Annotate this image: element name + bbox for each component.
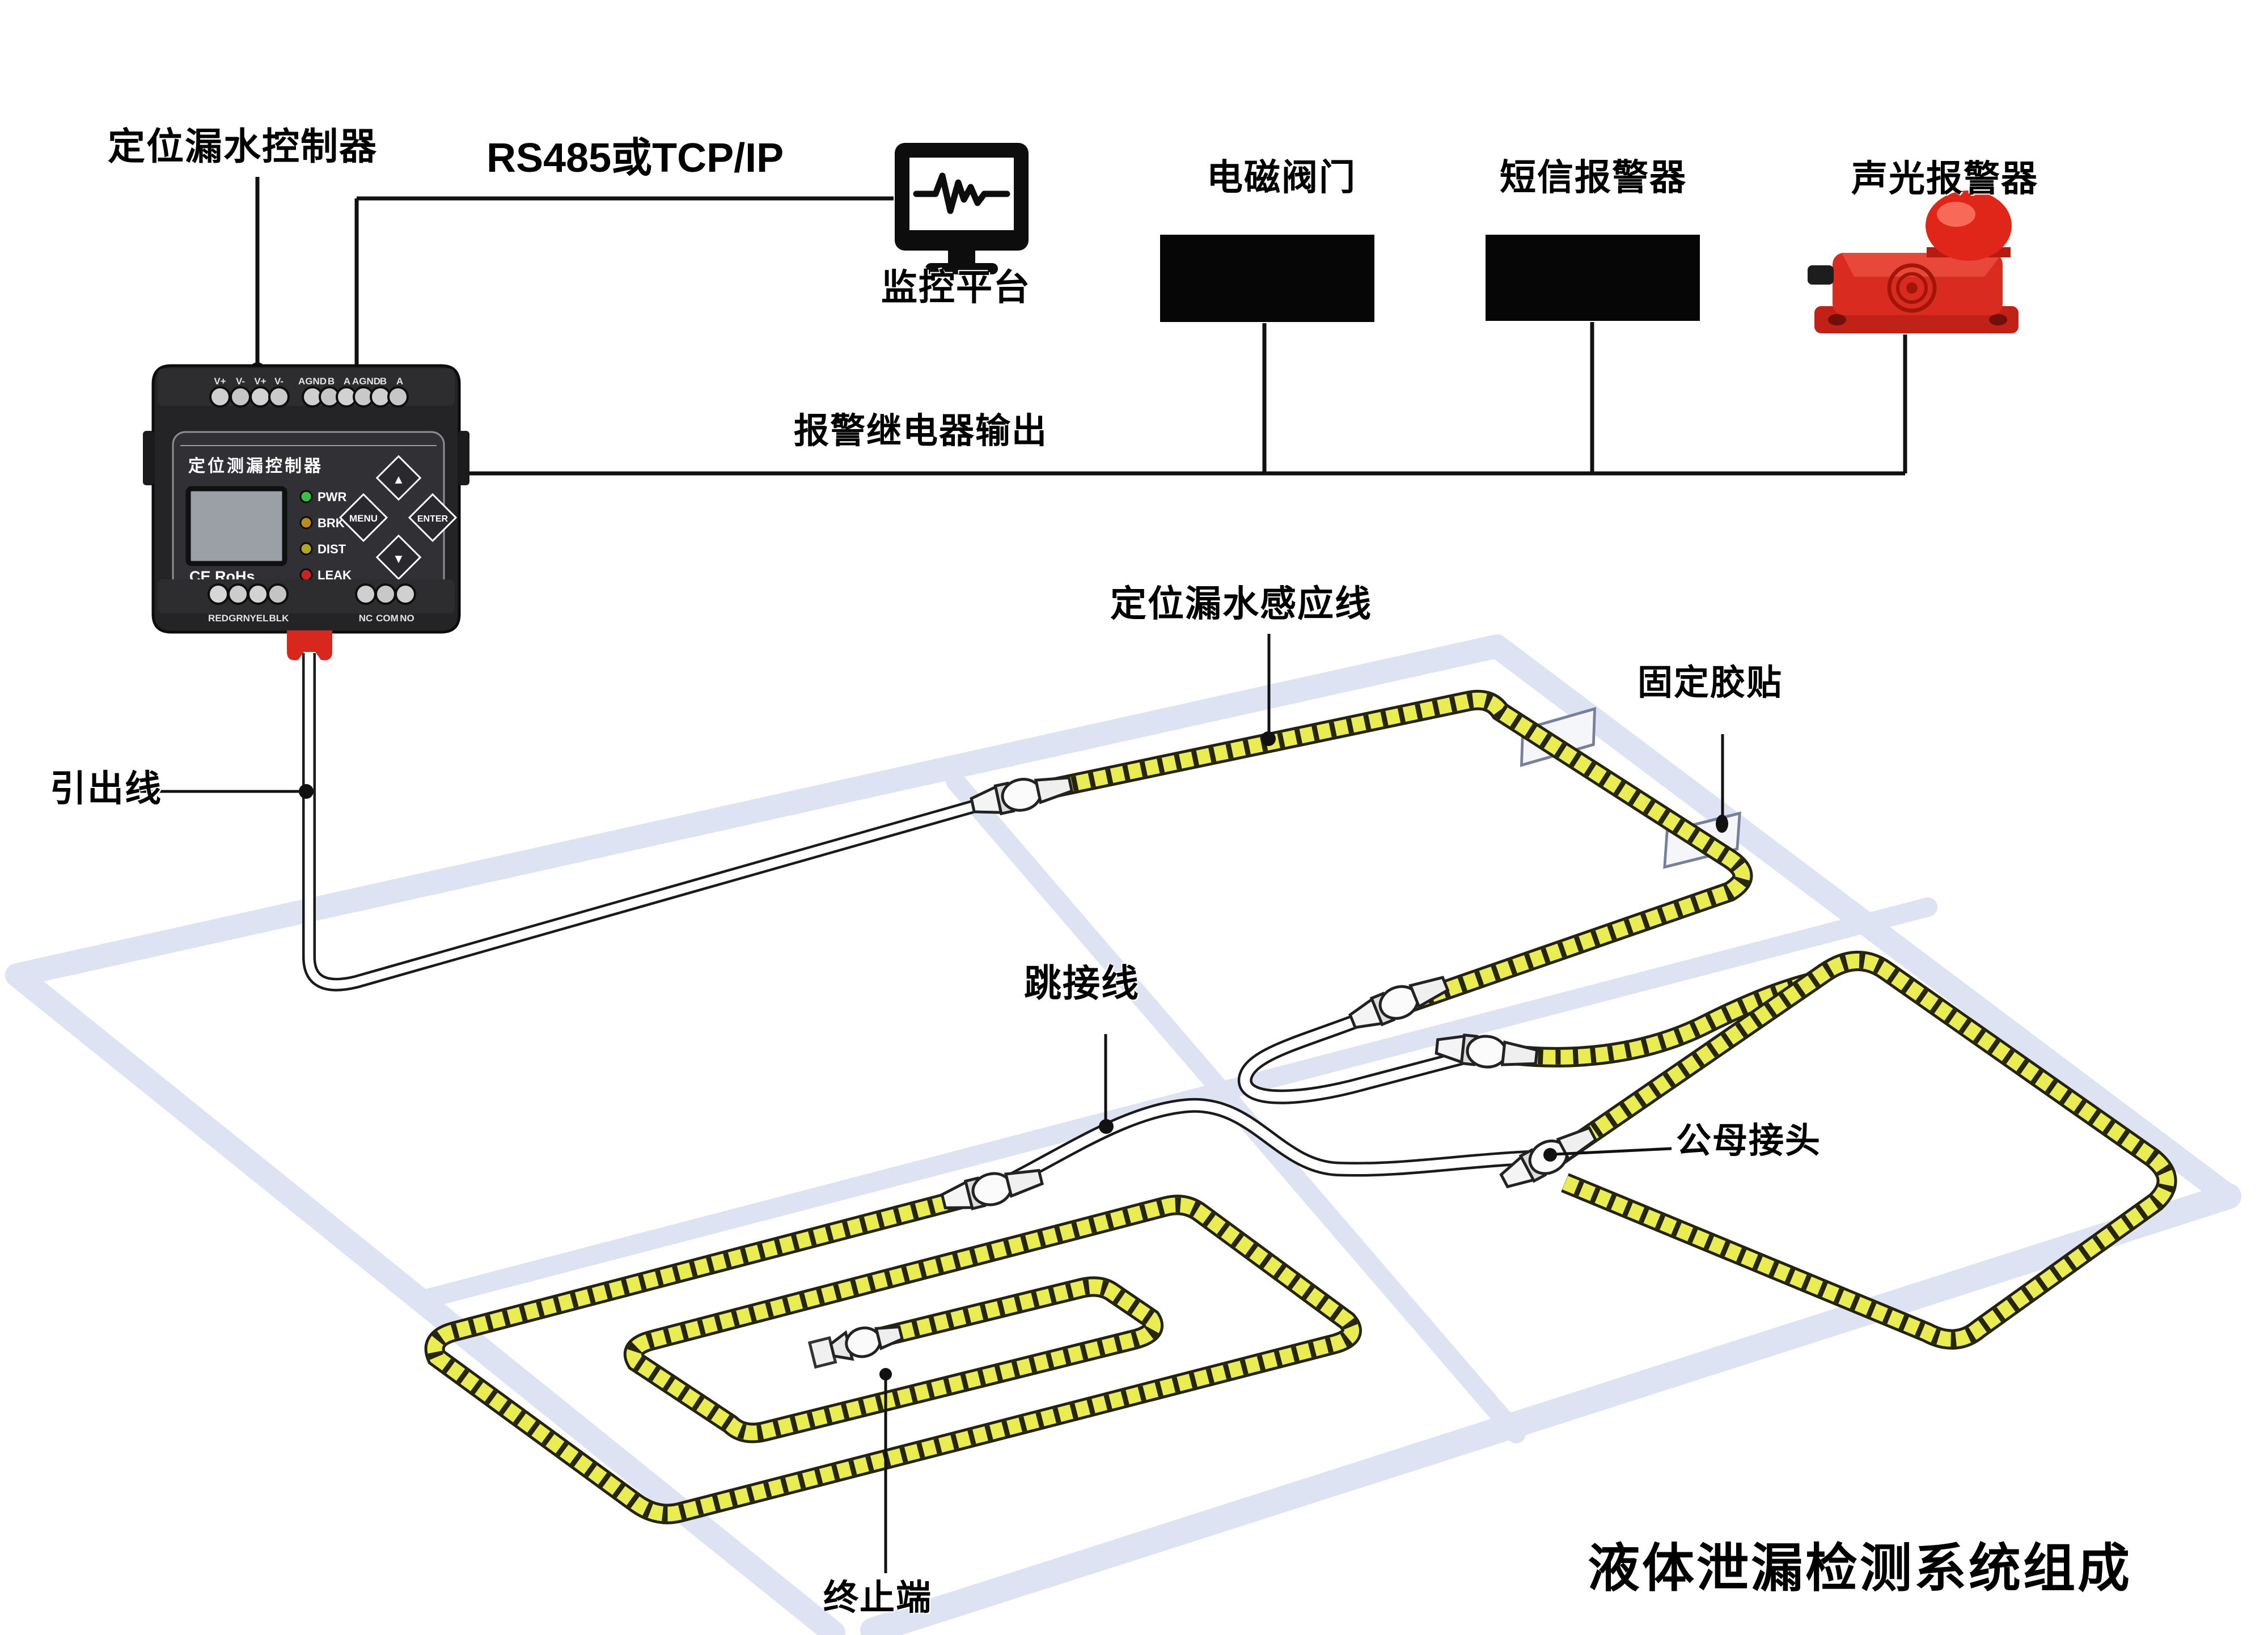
- led-label-pwr: PWR: [318, 490, 346, 504]
- button-cluster: [338, 455, 458, 581]
- label-sound-light-alarm: 声光报警器: [1851, 158, 2038, 199]
- sensing-cable-runs: [424, 689, 2177, 1524]
- bottom-terminal-labels: RED GRN YEL BLK NC COM NO: [208, 613, 414, 624]
- menu-button-label: MENU: [349, 513, 378, 524]
- label-sensing-cable: 定位漏水感应线: [1110, 583, 1372, 624]
- led-pwr: [299, 490, 313, 503]
- led-brk: [299, 516, 313, 530]
- led-leak: [299, 568, 313, 582]
- connector-pointer-line: [1554, 1147, 1672, 1156]
- speaker-grille-icon: [1887, 263, 1937, 313]
- waveform-icon: [913, 172, 1010, 214]
- enter-button: [408, 493, 458, 543]
- panel-title: 定位测漏控制器: [188, 456, 323, 476]
- page-title: 液体泄漏检测系统组成: [1588, 1540, 2132, 1598]
- terminal-label: V+: [254, 376, 266, 387]
- top-terminal-labels: V+ V- V+ V- AGND B A AGND B A: [214, 376, 403, 387]
- connection-lines: [255, 177, 1907, 476]
- red-wire-clip: [287, 630, 332, 660]
- terminal-label: V-: [236, 376, 245, 387]
- sensing-cable-right-loop: [1483, 951, 2177, 1350]
- terminal-label: V-: [274, 376, 284, 387]
- down-button-label: ▼: [392, 552, 405, 566]
- terminal-label: COM: [376, 613, 399, 624]
- led-label-dist: DIST: [318, 542, 346, 556]
- leadout-wire-outline: [302, 653, 1005, 992]
- solenoid-valve-image: [1160, 235, 1374, 322]
- terminal-label: RED: [208, 613, 229, 624]
- terminal-label: A: [396, 376, 403, 387]
- leak-controller-device: V+ V- V+ V- AGND B A AGND B A 定位测漏控制器 PW…: [143, 364, 469, 660]
- strobe-dome: [1926, 190, 2012, 261]
- floor-edge-top-left: [5, 634, 1509, 987]
- white-wires: [302, 653, 1529, 1198]
- tape-pointer-dot: [1716, 815, 1728, 833]
- leadout-pointer-dot: [299, 784, 314, 799]
- sensing-pointer-dot: [1261, 731, 1276, 746]
- led-dist: [299, 542, 313, 556]
- label-rs485: RS485或TCP/IP: [486, 135, 784, 181]
- label-controller: 定位漏水控制器: [108, 125, 378, 167]
- sensing-cable-spiral: [424, 1183, 1362, 1524]
- s-jumper-wire: [985, 1100, 1529, 1196]
- up-button: [375, 455, 422, 501]
- down-button: [375, 534, 422, 581]
- lcd-screen: [185, 486, 287, 566]
- floor-tile-outlines: [5, 634, 2241, 1635]
- terminator-pointer-dot: [879, 1368, 892, 1380]
- sms-alarm-image: [1486, 235, 1700, 321]
- top-terminal-screws: [209, 386, 409, 408]
- label-valve: 电磁阀门: [1207, 157, 1356, 198]
- label-leadout-wire: 引出线: [50, 768, 162, 809]
- terminal-label: AGND: [298, 376, 327, 387]
- enter-button-label: ENTER: [417, 514, 448, 524]
- monitor-icon: [895, 143, 1029, 274]
- jumper-pointer-dot: [1099, 1119, 1114, 1134]
- bottom-terminal-screws: [208, 583, 416, 605]
- sensing-cable-top-loop: [1018, 689, 1753, 1014]
- up-button-label: ▲: [392, 472, 405, 486]
- terminal-label: AGND: [352, 376, 380, 387]
- terminal-label: YEL: [249, 613, 268, 624]
- terminal-label: A: [344, 376, 350, 387]
- terminal-label: V+: [214, 376, 226, 387]
- terminal-label: GRN: [229, 613, 250, 624]
- u-jumper-wire: [1240, 1000, 1476, 1102]
- sound-light-alarm-device: [1808, 190, 2019, 333]
- floor-edge-bottom-right: [860, 1183, 2241, 1635]
- leadout-wire: [304, 653, 1004, 989]
- pointer-lines: [132, 634, 1724, 1573]
- connector-pointer-dot: [1543, 1148, 1557, 1162]
- terminal-label: NO: [400, 613, 414, 624]
- label-monitor: 监控平台: [881, 267, 1031, 308]
- menu-button: [338, 493, 388, 543]
- label-sms-alarm: 短信报警器: [1500, 157, 1687, 198]
- terminal-label: BLK: [269, 613, 290, 624]
- label-fixing-tape: 固定胶贴: [1637, 663, 1783, 702]
- terminal-label: B: [328, 376, 335, 387]
- button-labels: ▲ ▼ MENU ENTER: [349, 472, 448, 566]
- label-connector: 公母接头: [1676, 1121, 1822, 1160]
- cable-gland: [1808, 265, 1834, 285]
- termination-end-connector: [809, 1319, 904, 1369]
- label-relay-output: 报警继电器输出: [794, 412, 1048, 451]
- terminal-label: NC: [359, 613, 373, 624]
- terminal-label: B: [380, 376, 387, 387]
- label-terminator: 终止端: [823, 1578, 933, 1617]
- label-jumper-wire: 跳接线: [1024, 962, 1140, 1004]
